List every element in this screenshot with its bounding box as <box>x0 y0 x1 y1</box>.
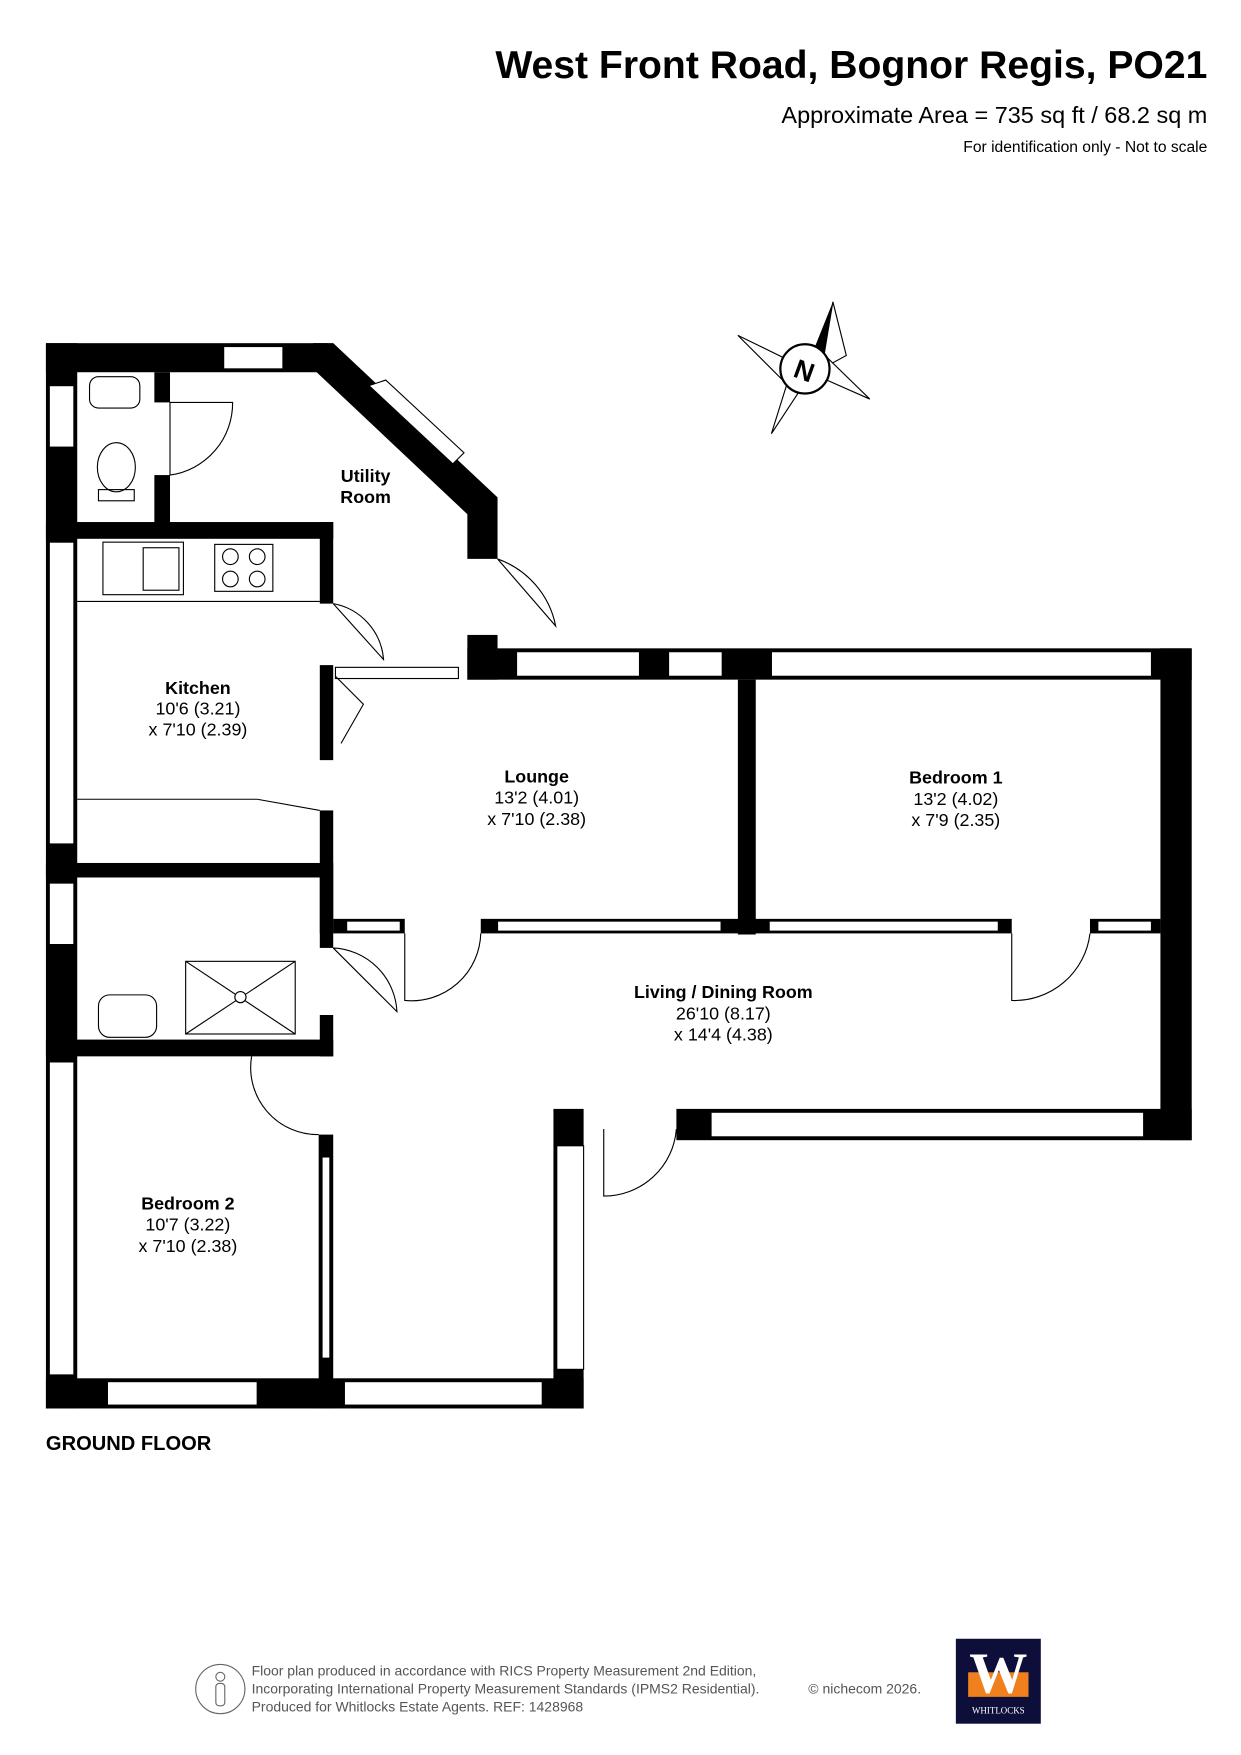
room-living-dining: Living / Dining Room 26'10 (8.17) x 14'4… <box>634 982 813 1044</box>
room-name: Bedroom 1 <box>909 768 1002 788</box>
room-name: Room <box>340 487 391 507</box>
room-name: Lounge <box>504 766 569 786</box>
room-dimensions: 10'7 (3.22) <box>145 1215 230 1235</box>
footer: Floor plan produced in accordance with R… <box>195 1638 1041 1724</box>
room-name: Bedroom 2 <box>141 1193 234 1213</box>
room-bedroom-2: Bedroom 2 10'7 (3.22) x 7'10 (2.38) <box>138 1193 237 1255</box>
door-swings <box>77 401 1091 1197</box>
room-dimensions: x 14'4 (4.38) <box>674 1025 773 1045</box>
north-compass-icon: N <box>737 301 871 435</box>
room-lounge: Lounge 13'2 (4.01) x 7'10 (2.38) <box>487 766 586 828</box>
footer-line-3: Produced for Whitlocks Estate Agents. RE… <box>252 1698 584 1714</box>
room-dimensions: x 7'10 (2.39) <box>149 720 248 740</box>
room-bedroom-1: Bedroom 1 13'2 (4.02) x 7'9 (2.35) <box>909 768 1002 830</box>
logo-name: WHITLOCKS <box>972 1706 1025 1716</box>
bathroom-sink-icon <box>97 994 158 1038</box>
approximate-area: Approximate Area = 735 sq ft / 68.2 sq m <box>781 102 1207 128</box>
footer-line-2: Incorporating International Property Mea… <box>252 1681 760 1697</box>
footer-copyright: © nichecom 2026. <box>808 1681 921 1697</box>
whitlocks-logo: W WHITLOCKS <box>955 1638 1041 1724</box>
toilet-icon <box>96 442 136 493</box>
room-dimensions: 10'6 (3.21) <box>156 698 241 718</box>
wc-sink-icon <box>88 376 141 409</box>
kitchen-sink-icon <box>102 541 184 596</box>
room-name: Kitchen <box>165 678 231 698</box>
shower-tray-icon <box>185 960 296 1035</box>
room-dimensions: x 7'9 (2.35) <box>911 810 1000 830</box>
hob-icon <box>214 543 274 592</box>
room-dimensions: 13'2 (4.02) <box>913 789 998 809</box>
fixtures <box>88 376 365 1038</box>
floor-label: GROUND FLOOR <box>46 1433 212 1455</box>
room-dimensions: x 7'10 (2.38) <box>138 1236 237 1256</box>
room-utility: Utility Room <box>340 466 391 507</box>
windows <box>48 345 1153 1406</box>
disclaimer: For identification only - Not to scale <box>963 139 1207 156</box>
property-title: West Front Road, Bognor Regis, PO21 <box>495 44 1207 87</box>
footer-line-1: Floor plan produced in accordance with R… <box>252 1663 757 1679</box>
room-kitchen: Kitchen 10'6 (3.21) x 7'10 (2.39) <box>149 678 248 739</box>
logo-letter: W <box>969 1640 1027 1705</box>
room-dimensions: 13'2 (4.01) <box>494 788 579 808</box>
room-name: Utility <box>341 466 391 486</box>
room-dimensions: 26'10 (8.17) <box>676 1003 771 1023</box>
room-dimensions: x 7'10 (2.38) <box>487 809 586 829</box>
room-name: Living / Dining Room <box>634 982 813 1002</box>
person-icon <box>195 1663 246 1715</box>
